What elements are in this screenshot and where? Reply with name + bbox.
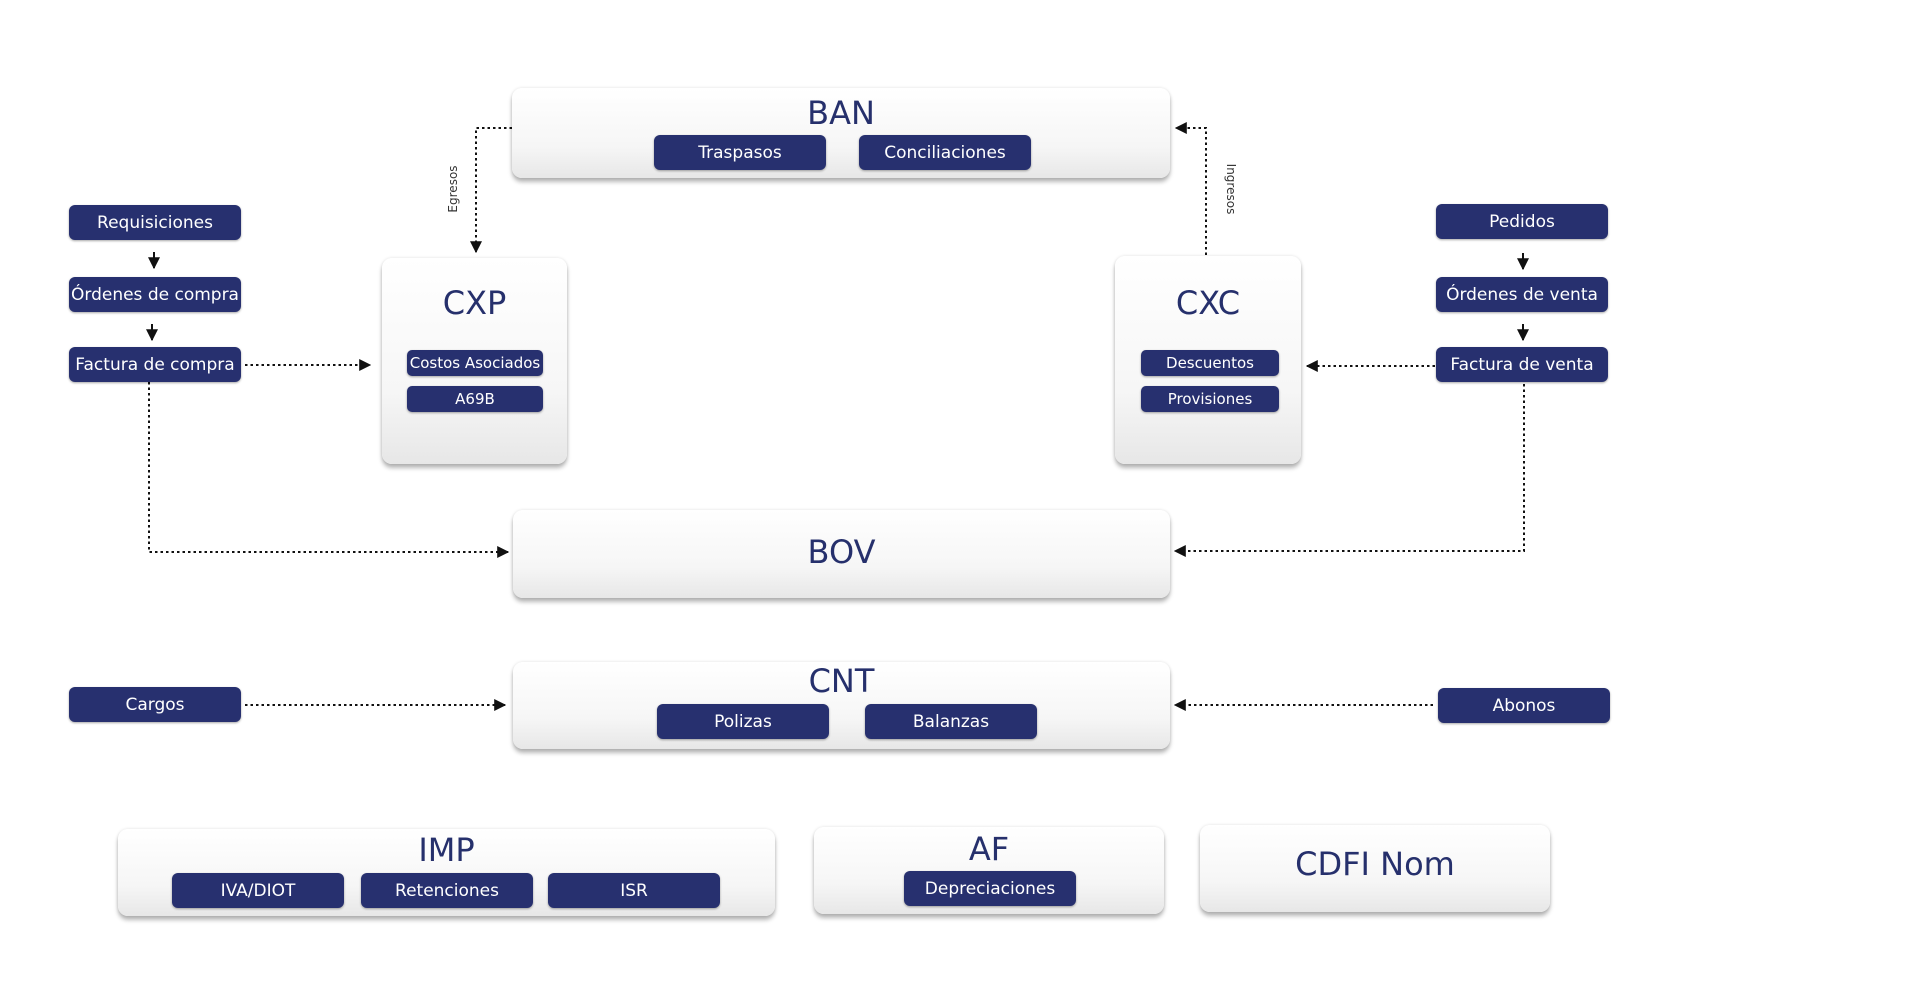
requisiciones-button[interactable]: Requisiciones (69, 205, 241, 240)
iva-diot-button[interactable]: IVA/DIOT (172, 873, 344, 908)
costos-asociados-button[interactable]: Costos Asociados (407, 350, 543, 376)
provisiones-button[interactable]: Provisiones (1141, 386, 1279, 412)
cdfi-nom-title: CDFI Nom (1295, 845, 1455, 883)
cnt-title: CNT (808, 662, 875, 700)
cxp-module: CXP Costos Asociados A69B (382, 258, 567, 464)
abonos-button[interactable]: Abonos (1438, 688, 1610, 723)
polizas-button[interactable]: Polizas (657, 704, 829, 739)
balanzas-button[interactable]: Balanzas (865, 704, 1037, 739)
retenciones-button[interactable]: Retenciones (361, 873, 533, 908)
factura-de-compra-button[interactable]: Factura de compra (69, 347, 241, 382)
factura-de-venta-button[interactable]: Factura de venta (1436, 347, 1608, 382)
bov-title: BOV (807, 533, 876, 571)
descuentos-button[interactable]: Descuentos (1141, 350, 1279, 376)
cnt-module: CNT Polizas Balanzas (513, 662, 1170, 749)
factura-venta-to-bov-connector (1173, 384, 1525, 557)
imp-module: IMP IVA/DIOT Retenciones ISR (118, 829, 775, 916)
cxc-module: CXC Descuentos Provisiones (1115, 256, 1301, 464)
imp-title: IMP (418, 831, 475, 869)
ingresos-connector (1174, 122, 1207, 255)
af-title: AF (968, 830, 1010, 868)
factura-compra-to-bov-connector (148, 382, 510, 558)
cdfi-nom-module: CDFI Nom (1200, 825, 1550, 912)
ban-module: BAN Traspasos Conciliaciones (512, 88, 1170, 178)
depreciaciones-button[interactable]: Depreciaciones (904, 871, 1076, 906)
cxp-title: CXP (442, 284, 507, 322)
cargos-button[interactable]: Cargos (69, 687, 241, 722)
pedidos-button[interactable]: Pedidos (1436, 204, 1608, 239)
a69b-button[interactable]: A69B (407, 386, 543, 412)
ordenes-de-compra-button[interactable]: Órdenes de compra (69, 277, 241, 312)
ban-title: BAN (807, 94, 875, 132)
conciliaciones-button[interactable]: Conciliaciones (859, 135, 1031, 170)
egresos-label: Egresos (446, 165, 460, 213)
ordenes-de-venta-button[interactable]: Órdenes de venta (1436, 277, 1608, 312)
egresos-connector (470, 127, 512, 254)
traspasos-button[interactable]: Traspasos (654, 135, 826, 170)
ingresos-label: Ingresos (1224, 163, 1238, 215)
af-module: AF Depreciaciones (814, 827, 1164, 914)
bov-module: BOV (513, 510, 1170, 598)
isr-button[interactable]: ISR (548, 873, 720, 908)
cxc-title: CXC (1175, 284, 1241, 322)
